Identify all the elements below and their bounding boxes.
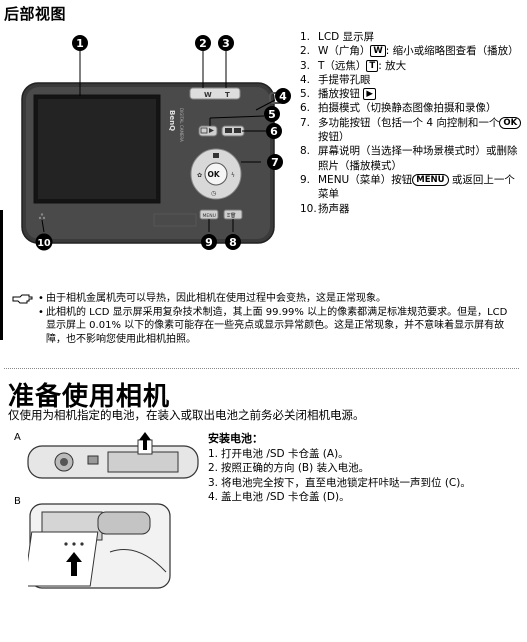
w-icon: W (370, 45, 386, 58)
w-button-label: W (204, 91, 212, 99)
play-icon: ▶ (363, 88, 376, 101)
note-hand-icon (12, 294, 33, 304)
section-divider (4, 368, 519, 369)
svg-text:2: 2 (199, 37, 207, 50)
legend-item-10: 10. 扬声器 (300, 202, 350, 215)
ok-button-label: OK (208, 170, 221, 179)
section-subtitle: 仅使用为相机指定的电池，在装入或取出电池之前务必关闭相机电源。 (8, 408, 365, 422)
install-step: 1.打开电池 /SD 卡仓盖 (A)。 (208, 448, 349, 461)
svg-text:9: 9 (205, 236, 213, 249)
callout-1: 1 (72, 35, 88, 51)
battery-insert-figure (28, 503, 171, 589)
menu-icon: MENU (412, 173, 449, 186)
callout-6: 6 (266, 123, 282, 139)
margin-rule (0, 210, 3, 340)
callout-9: 9 (201, 234, 217, 250)
install-step: 3.将电池完全按下，直至电池锁定杆咔哒一声到位 (C)。 (208, 476, 471, 489)
note-block: •由于相机金属机壳可以导热，因此相机在使用过程中会变热，这是正常现象。 •此相机… (36, 292, 520, 346)
svg-text:✿: ✿ (197, 172, 202, 179)
install-heading: 安装电池： (208, 432, 263, 445)
svg-text:⍰🗑: ⍰🗑 (227, 212, 236, 219)
t-button-label: T (225, 91, 230, 99)
callout-2: 2 (195, 35, 211, 51)
legend-list: 1. LCD 显示屏 2. W（广角）W: 缩小或缩略图查看（播放） 3. T（… (300, 30, 522, 216)
callout-7: 7 (267, 154, 283, 170)
install-step: 2.按照正确的方向 (B) 装入电池。 (208, 462, 370, 475)
legend-item-6: 6. 拍摄模式（切换静态图像拍摄和录像） (300, 102, 497, 115)
section-header: 后部视图 (4, 5, 67, 23)
svg-text:1: 1 (76, 37, 84, 50)
svg-text:8: 8 (229, 236, 237, 249)
install-steps: 安装电池： 1.打开电池 /SD 卡仓盖 (A)。 2.按照正确的方向 (B) … (208, 432, 522, 504)
svg-text:DIGITAL CAMERA: DIGITAL CAMERA (179, 108, 184, 142)
install-step: 4.盖上电池 /SD 卡仓盖 (D)。 (208, 490, 350, 503)
callout-4: 4 (275, 88, 291, 104)
legend-item-2: 2. W（广角）W: 缩小或缩略图查看（播放） (300, 45, 519, 58)
callout-10: 10 (35, 233, 53, 251)
svg-text:7: 7 (271, 156, 279, 169)
note-item: •此相机的 LCD 显示屏采用复杂技术制造，其上面 99.99% 以上的像素都满… (38, 306, 508, 345)
svg-text:4: 4 (279, 90, 287, 103)
callout-5: 5 (264, 106, 280, 122)
svg-text:ϟ: ϟ (231, 172, 235, 179)
figure-a-label: A (14, 432, 21, 443)
brand-logo: BenQ (168, 110, 176, 131)
t-icon: T (366, 59, 379, 72)
legend-item-5: 5. 播放按钮 ▶ (300, 87, 522, 101)
menu-button-label: MENU (203, 213, 216, 219)
callout-3: 3 (218, 35, 234, 51)
svg-text:3: 3 (222, 37, 230, 50)
legend-item-8: 8. 屏幕说明（当选择一种场景模式时）或删除照片（播放模式） (300, 145, 518, 172)
battery-cover-figure (27, 432, 199, 479)
note-item: •由于相机金属机壳可以导热，因此相机在使用过程中会变热，这是正常现象。 (38, 293, 386, 304)
legend-item-4: 4. 手提带孔眼 (300, 73, 371, 86)
camera-rear-view-figure: W T BenQ DIGITAL CAMERA OK ✿ ϟ ◷ MENU ⍰🗑 (21, 35, 291, 251)
ok-icon: OK (499, 116, 522, 129)
svg-text:5: 5 (268, 108, 276, 121)
svg-text:6: 6 (270, 125, 278, 138)
callout-8: 8 (225, 234, 241, 250)
section-title: 准备使用相机 (8, 382, 171, 412)
legend-item-1: 1. LCD 显示屏 (300, 31, 375, 43)
svg-text:◷: ◷ (211, 190, 216, 197)
figure-b-label: B (14, 496, 21, 507)
svg-text:10: 10 (37, 238, 51, 249)
legend-item-3: 3. T（远焦）T: 放大 (300, 59, 407, 72)
